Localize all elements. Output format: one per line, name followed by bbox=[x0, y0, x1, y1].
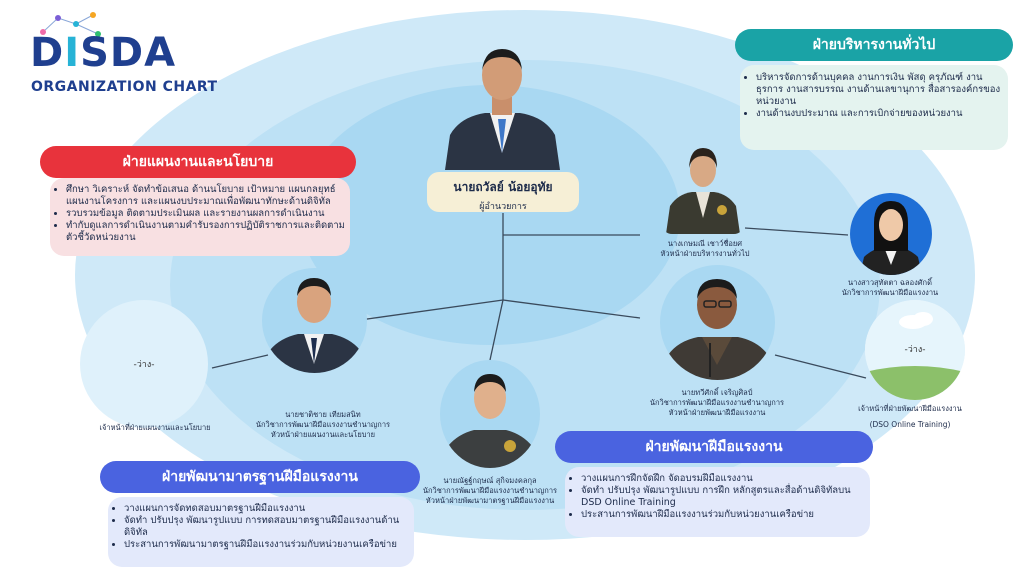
dso-vacant-subtitle: (DSO Online Training) bbox=[869, 420, 951, 429]
standard-head-title2: หัวหน้าฝ่ายพัฒนามาตรฐานฝีมือแรงงาน bbox=[425, 496, 555, 505]
plan-vacant-circle: -ว่าง- bbox=[80, 300, 208, 428]
standard-head-photo bbox=[440, 360, 540, 468]
division-standard-header: ฝ่ายพัฒนามาตรฐานฝีมือแรงงาน bbox=[100, 461, 420, 493]
standard-head-name: นายณัฐฐ์กฤษณ์ สุกิจมงคลกุล bbox=[443, 476, 537, 485]
division-general-item: งานด้านงบประมาณ และการเบิกจ่ายของหน่วยงา… bbox=[756, 108, 1008, 120]
division-general-header: ฝ่ายบริหารงานทั่วไป bbox=[735, 29, 1013, 61]
division-skill-item: ประสานการพัฒนาฝีมือแรงงานร่วมกับหน่วยงาน… bbox=[581, 509, 870, 521]
skill-head-label: นายทวีศักดิ์ เจริญศิลป์ นักวิชาการพัฒนาฝ… bbox=[622, 388, 812, 418]
plan-vacant-title: เจ้าหน้าที่ฝ่ายแผนงานและนโยบาย bbox=[99, 423, 211, 432]
plan-head-title2: หัวหน้าฝ่ายแผนงานและนโยบาย bbox=[270, 430, 376, 439]
general-staff-photo bbox=[850, 193, 932, 275]
dso-vacant-caption: เจ้าหน้าที่ฝ่ายพัฒนาฝีมือแรงงาน (DSO Onl… bbox=[845, 404, 975, 430]
division-plan-item: ศึกษา วิเคราะห์ จัดทำข้อเสนอ ด้านนโยบาย … bbox=[66, 184, 350, 208]
general-head-title: หัวหน้าฝ่ายบริหารงานทั่วไป bbox=[660, 249, 750, 258]
director-name: นายถวัลย์ น้อยอุทัย bbox=[453, 180, 553, 194]
general-head-name: นางเกษมณี เชาว์ชื่อยศ bbox=[667, 239, 743, 248]
division-skill-item: จัดทำ ปรับปรุง พัฒนารูปแบบ การฝึก หลักสู… bbox=[581, 485, 870, 509]
skill-head-photo bbox=[660, 265, 775, 380]
division-plan-item: ทำกับดูแลการดำเนินงานตามคำรับรองการปฏิบั… bbox=[66, 220, 350, 244]
logo-subtitle: ORGANIZATION CHART bbox=[31, 79, 218, 95]
dso-vacant-label: -ว่าง- bbox=[904, 345, 926, 355]
general-staff-label: นางสาวสุทัตตา ฉลองศักดิ์ นักวิชาการพัฒนา… bbox=[830, 278, 950, 298]
plan-head-label: นายชาติชาย เทียมสนิท นักวิชาการพัฒนาฝีมื… bbox=[228, 410, 418, 440]
skill-head-title2: หัวหน้าฝ่ายพัฒนาฝีมือแรงงาน bbox=[668, 408, 766, 417]
division-plan-header: ฝ่ายแผนงานและนโยบาย bbox=[40, 146, 356, 178]
standard-head-label: นายณัฐฐ์กฤษณ์ สุกิจมงคลกุล นักวิชาการพัฒ… bbox=[405, 476, 575, 506]
division-standard-item: ประสานการพัฒนามาตรฐานฝีมือแรงงานร่วมกับห… bbox=[124, 539, 414, 551]
logo-wordmark: DISDA bbox=[30, 30, 177, 76]
general-head-photo bbox=[662, 138, 744, 234]
division-standard-item: วางแผนการจัดทดสอบมาตรฐานฝีมือแรงงาน bbox=[124, 503, 414, 515]
director-card: นายถวัลย์ น้อยอุทัย ผู้อำนวยการ bbox=[427, 172, 579, 212]
dso-vacant-title: เจ้าหน้าที่ฝ่ายพัฒนาฝีมือแรงงาน bbox=[858, 404, 962, 413]
plan-head-photo bbox=[262, 268, 367, 373]
plan-head-name: นายชาติชาย เทียมสนิท bbox=[285, 410, 361, 419]
division-plan-body: ศึกษา วิเคราะห์ จัดทำข้อเสนอ ด้านนโยบาย … bbox=[50, 178, 350, 256]
dso-vacant-photo: -ว่าง- bbox=[865, 300, 965, 400]
division-skill-item: วางแผนการฝึกจัดฝึก จัดอบรมฝีมือแรงงาน bbox=[581, 473, 870, 485]
skill-head-title1: นักวิชาการพัฒนาฝีมือแรงงานชำนาญการ bbox=[649, 398, 785, 407]
skill-head-name: นายทวีศักดิ์ เจริญศิลป์ bbox=[681, 388, 753, 397]
division-general-item: บริหารจัดการด้านบุคคล งานการเงิน พัสดุ ค… bbox=[756, 72, 1008, 108]
director-title: ผู้อำนวยการ bbox=[479, 202, 527, 212]
division-standard-item: จัดทำ ปรับปรุง พัฒนารูปแบบ การทดสอบมาตรฐ… bbox=[124, 515, 414, 539]
division-general-body: บริหารจัดการด้านบุคคล งานการเงิน พัสดุ ค… bbox=[740, 65, 1008, 150]
logo-network-icon bbox=[40, 12, 101, 37]
general-staff-name: นางสาวสุทัตตา ฉลองศักดิ์ bbox=[848, 278, 932, 287]
plan-vacant-label: -ว่าง- bbox=[133, 360, 155, 370]
general-staff-title: นักวิชาการพัฒนาฝีมือแรงงาน bbox=[841, 288, 939, 297]
standard-head-title1: นักวิชาการพัฒนาฝีมือแรงงานชำนาญการ bbox=[422, 486, 558, 495]
division-standard-body: วางแผนการจัดทดสอบมาตรฐานฝีมือแรงงาน จัดท… bbox=[108, 497, 414, 567]
director-photo bbox=[440, 35, 565, 170]
general-head-label: นางเกษมณี เชาว์ชื่อยศ หัวหน้าฝ่ายบริหารง… bbox=[650, 239, 760, 259]
plan-head-title1: นักวิชาการพัฒนาฝีมือแรงงานชำนาญการ bbox=[255, 420, 391, 429]
division-plan-item: รวบรวมข้อมูล ติดตามประเมินผล และรายงานผล… bbox=[66, 208, 350, 220]
division-skill-header: ฝ่ายพัฒนาฝีมือแรงงาน bbox=[555, 431, 873, 463]
division-skill-body: วางแผนการฝึกจัดฝึก จัดอบรมฝีมือแรงงาน จั… bbox=[565, 467, 870, 537]
